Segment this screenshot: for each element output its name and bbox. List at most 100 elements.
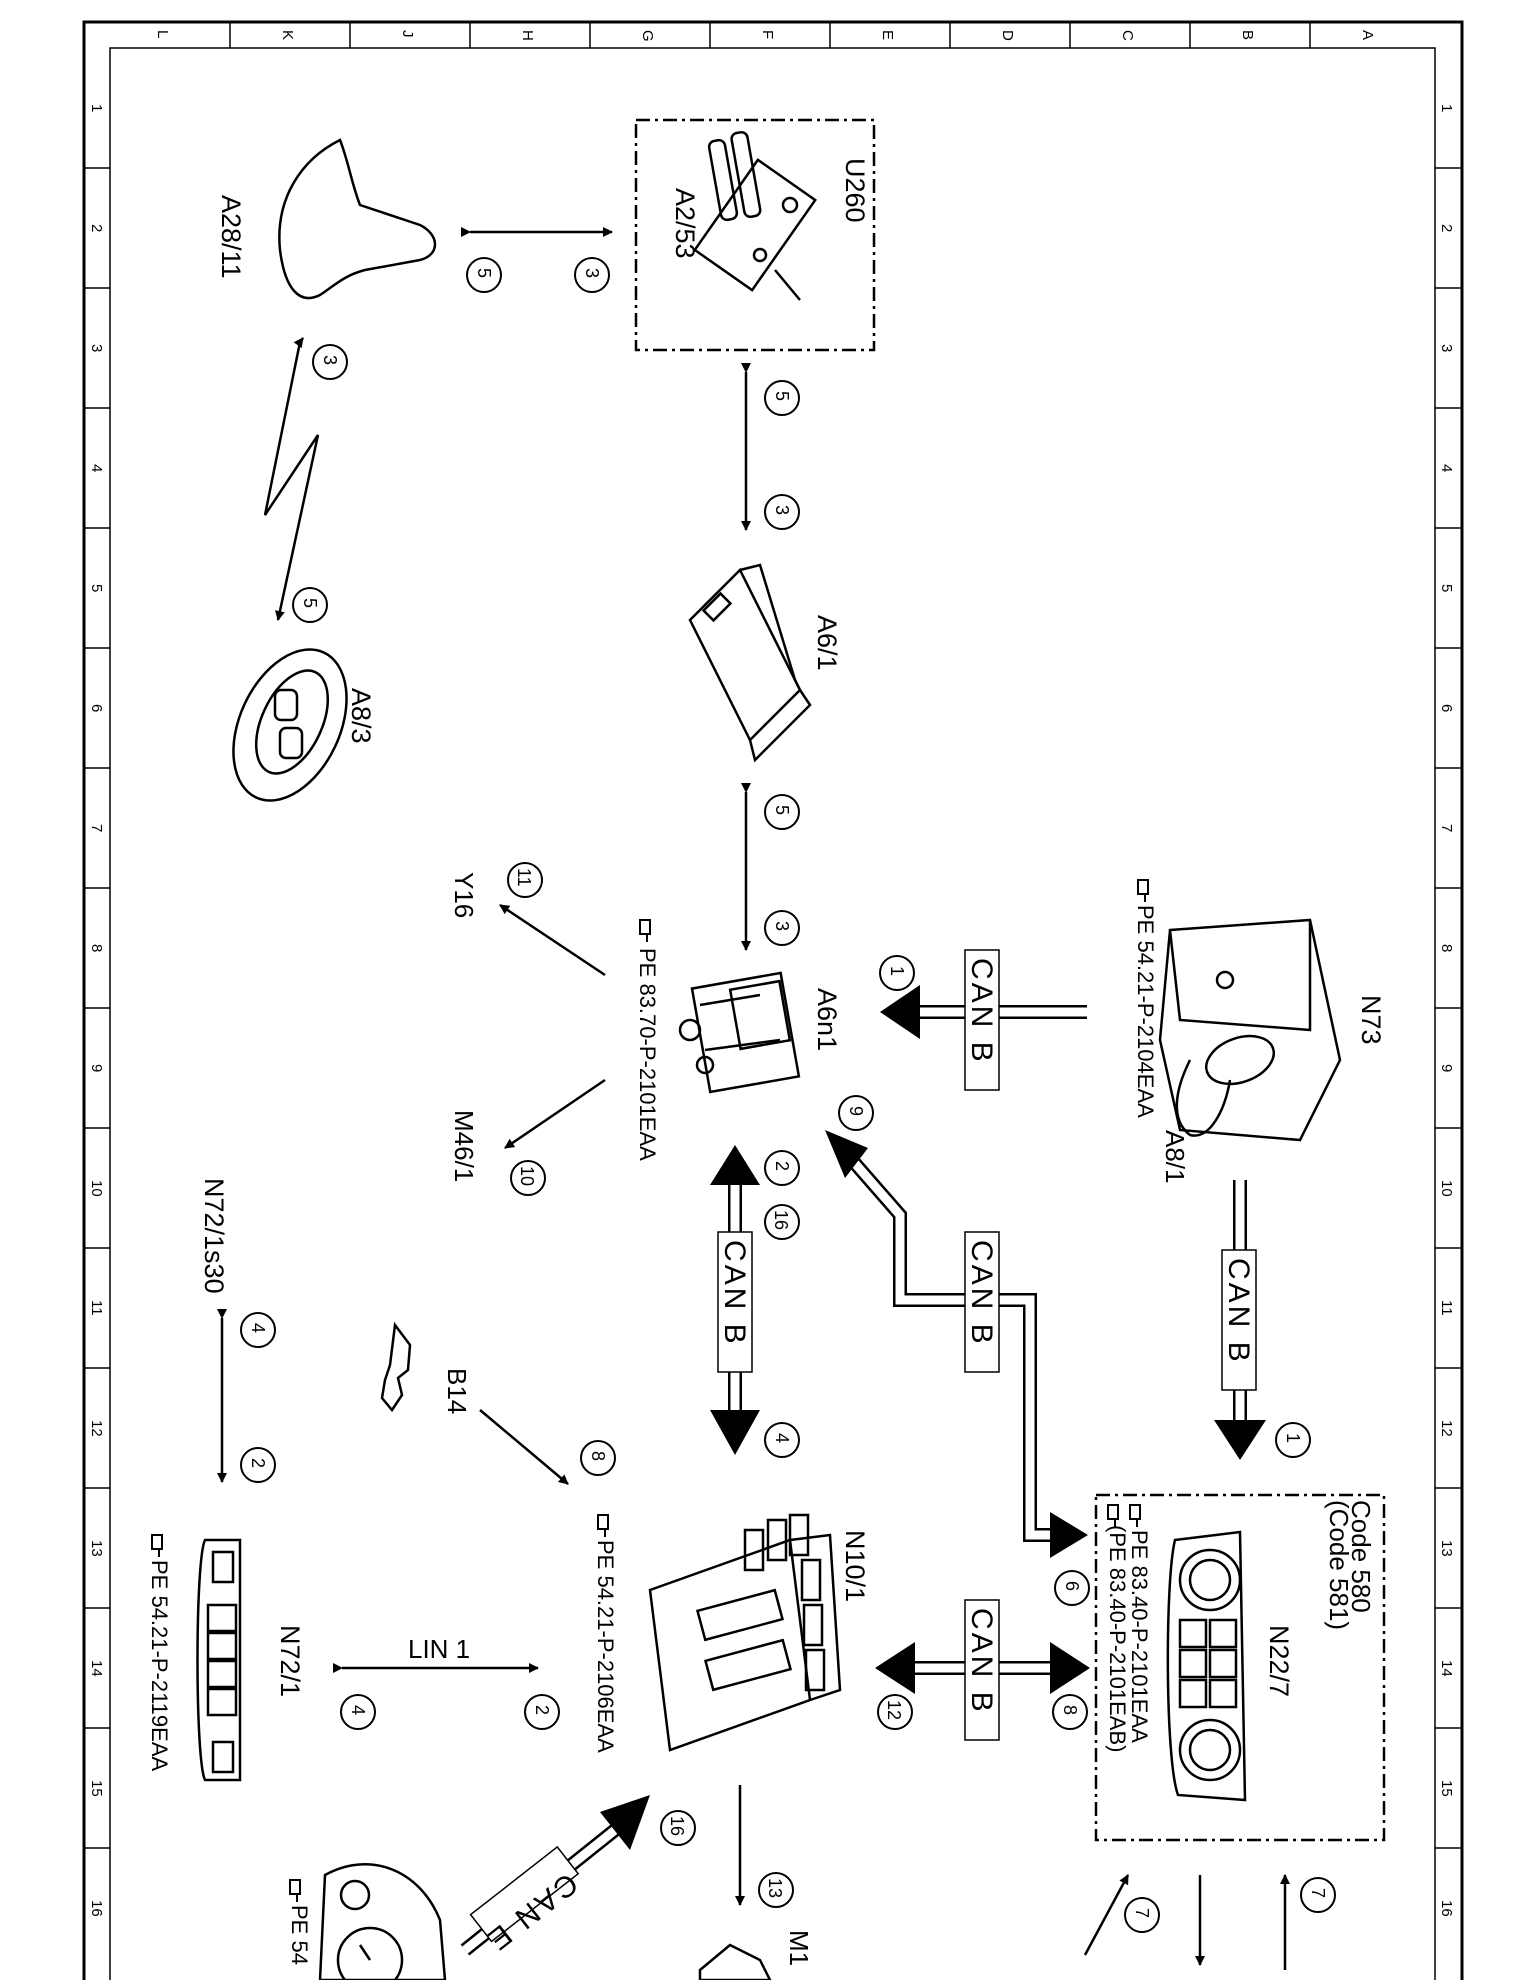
pointing-hand-icon bbox=[289, 1879, 301, 1902]
row-numbers: 1 2 3 4 5 6 7 8 9 10 11 12 13 14 15 16 1… bbox=[88, 104, 1455, 1917]
code-580-label: Code 580 bbox=[1346, 1500, 1376, 1613]
pe-8340-eaa-ref: PE 83.40-P-2101EAA bbox=[1127, 1530, 1152, 1743]
n73-label: N73 bbox=[1356, 995, 1386, 1045]
module-box-icon bbox=[688, 563, 812, 763]
can-b-label-2: CAN B bbox=[1222, 1258, 1255, 1365]
signal-2-c: 2 bbox=[532, 1705, 552, 1715]
pe-5421-2119-ref: PE 54.21-P-2119EAA bbox=[147, 1560, 172, 1771]
row-12-left: 12 bbox=[88, 1420, 105, 1437]
a8-1-label: A8/1 bbox=[1160, 1130, 1190, 1184]
col-K: K bbox=[279, 30, 296, 40]
a2-53-part-icon bbox=[693, 130, 817, 301]
can-b-bus-n10-1-n22-7: CAN B bbox=[875, 1599, 1090, 1741]
pointing-hand-icon bbox=[639, 919, 651, 942]
signal-7-b: 7 bbox=[1308, 1888, 1328, 1898]
signal-8-b: 8 bbox=[1060, 1705, 1080, 1715]
row-16-right: 16 bbox=[1438, 1900, 1455, 1917]
a8-3-label: A8/3 bbox=[346, 688, 376, 744]
u260-label: U260 bbox=[840, 158, 870, 223]
a28-11-component: A28/11 bbox=[216, 138, 437, 300]
row-5-left: 5 bbox=[88, 584, 105, 592]
signal-16-a: 16 bbox=[771, 1210, 791, 1230]
can-b-bus-a6n1-n22-7: CAN B bbox=[825, 1130, 1088, 1558]
row-9-left: 9 bbox=[88, 1064, 105, 1072]
row-6-left: 6 bbox=[88, 704, 105, 712]
pe-5421-2106-ref: PE 54.21-P-2106EAA bbox=[593, 1540, 618, 1753]
can-b-label-5: CAN B bbox=[965, 1608, 998, 1715]
row-12-right: 12 bbox=[1438, 1420, 1455, 1437]
signal-numbers: 3 5 3 5 5 3 5 3 11 10 1 9 2 16 4 1 4 2 8… bbox=[248, 268, 1328, 1918]
m46-1-label: M46/1 bbox=[449, 1110, 479, 1182]
grid-columns bbox=[229, 22, 1311, 48]
can-b-label-1: CAN B bbox=[965, 958, 998, 1065]
sam-control-unit-icon bbox=[648, 1513, 842, 1752]
column-letters: L K J H G F E D C B A bbox=[154, 30, 1376, 42]
inner-frame bbox=[109, 47, 1436, 1980]
m1x-component: M1 bbox=[698, 1930, 814, 1980]
row-1-left: 1 bbox=[88, 104, 105, 112]
col-B: B bbox=[1239, 30, 1256, 40]
signal-4-a: 4 bbox=[772, 1433, 792, 1443]
row-3-right: 3 bbox=[1438, 344, 1455, 352]
switch-panel-icon bbox=[196, 1538, 242, 1782]
row-2-right: 2 bbox=[1438, 224, 1455, 232]
row-14-left: 14 bbox=[88, 1660, 105, 1677]
can-e-bus: CAN E bbox=[460, 1795, 650, 1958]
signal-6: 6 bbox=[1062, 1581, 1082, 1591]
m1x-label: M1 bbox=[784, 1930, 814, 1966]
pointing-hand-icon bbox=[1129, 1504, 1141, 1527]
signal-13: 13 bbox=[765, 1878, 785, 1898]
row-8-left: 8 bbox=[88, 944, 105, 952]
n10-1-label: N10/1 bbox=[840, 1530, 870, 1602]
row-13-left: 13 bbox=[88, 1540, 105, 1557]
pe-8340-eab-ref: (PE 83.40-P-2101EAB) bbox=[1105, 1525, 1130, 1752]
signal-7-a: 7 bbox=[1132, 1908, 1152, 1918]
row-13-right: 13 bbox=[1438, 1540, 1455, 1557]
signal-1-a: 1 bbox=[887, 966, 907, 976]
signal-1-b: 1 bbox=[1283, 1433, 1303, 1443]
can-b-bus-n73-n22-7: CAN B bbox=[1214, 1180, 1266, 1460]
can-b-label-3: CAN B bbox=[718, 1240, 751, 1347]
can-b-label-4: CAN B bbox=[965, 1240, 998, 1347]
signal-5-b: 5 bbox=[300, 598, 320, 608]
y16-label: Y16 bbox=[449, 872, 479, 918]
n72-1-label: N72/1 bbox=[275, 1625, 305, 1697]
a8-3-component: A8/3 bbox=[232, 648, 376, 802]
col-F: F bbox=[759, 30, 776, 39]
a28-11-label: A28/11 bbox=[216, 195, 246, 279]
row-3-left: 3 bbox=[88, 344, 105, 352]
connections bbox=[217, 227, 1290, 1970]
a6n1-label: A6n1 bbox=[812, 988, 842, 1051]
row-11-left: 11 bbox=[88, 1300, 105, 1316]
outer-frame bbox=[82, 20, 1464, 1980]
signal-9: 9 bbox=[846, 1106, 866, 1116]
pointing-hand-icon bbox=[1137, 879, 1149, 902]
pointing-hand-icon bbox=[1107, 1504, 1119, 1527]
heater-control-icon bbox=[678, 971, 801, 1094]
row-2-left: 2 bbox=[88, 224, 105, 232]
n22-7-label: N22/7 bbox=[1264, 1625, 1294, 1697]
row-15-left: 15 bbox=[88, 1780, 105, 1797]
n72-1-component: N72/1 bbox=[196, 1538, 305, 1782]
col-E: E bbox=[879, 30, 896, 40]
instrument-cluster-component bbox=[318, 1863, 447, 1980]
col-J: J bbox=[399, 30, 416, 38]
a6n1-component: A6n1 bbox=[678, 971, 842, 1094]
row-4-right: 4 bbox=[1438, 464, 1455, 472]
signal-10: 10 bbox=[517, 1166, 537, 1186]
pointing-hand-icon bbox=[597, 1514, 609, 1537]
signal-5-d: 5 bbox=[772, 805, 792, 815]
row-10-right: 10 bbox=[1438, 1180, 1455, 1197]
col-L: L bbox=[154, 30, 171, 38]
ignition-switch-icon bbox=[1158, 918, 1342, 1142]
signal-4-c: 4 bbox=[348, 1705, 368, 1715]
row-4-left: 4 bbox=[88, 464, 105, 472]
pe-8370-ref: PE 83.70-P-2101EAA bbox=[635, 948, 660, 1161]
signal-2-a: 2 bbox=[772, 1161, 792, 1171]
antenna-part-icon bbox=[278, 138, 437, 300]
grid-rows bbox=[84, 167, 1462, 1849]
n22-7-box: Code 580 (Code 581) N22/7 PE 83.40-P-210… bbox=[1094, 1493, 1386, 1842]
signal-16-b: 16 bbox=[667, 1816, 687, 1836]
col-C: C bbox=[1119, 30, 1136, 41]
col-D: D bbox=[999, 30, 1016, 41]
